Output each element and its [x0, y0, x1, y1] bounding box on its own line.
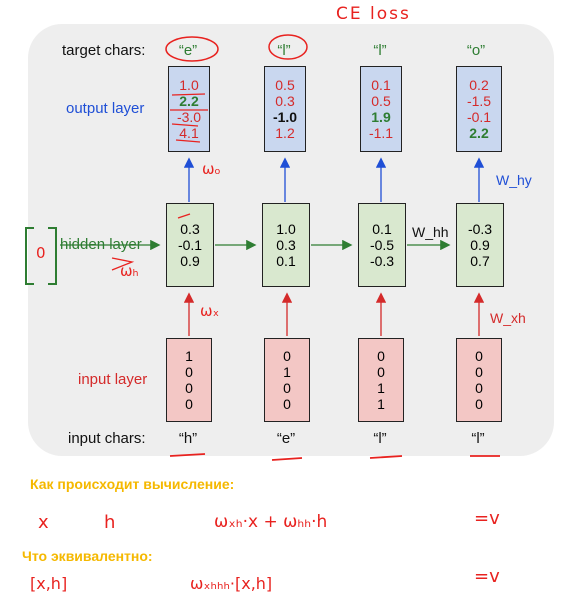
eq1-result: =v — [474, 508, 500, 529]
output-box-3: 0.1 0.5 1.9 -1.1 — [360, 66, 402, 152]
hidden-value: 0.3 — [276, 237, 296, 253]
output-value: 1.2 — [275, 125, 295, 141]
input-value: 0 — [283, 380, 291, 396]
output-box-1: 1.0 2.2 -3.0 4.1 — [168, 66, 210, 152]
input-char-underline — [169, 453, 206, 457]
input-value: 0 — [283, 348, 291, 364]
input-char-4: “l” — [471, 430, 485, 447]
eq2-result: =v — [474, 566, 500, 587]
how-computed-caption: Как происходит вычисление: — [30, 476, 235, 492]
hidden-value: 0.9 — [180, 253, 200, 269]
hidden-box-2: 1.0 0.3 0.1 — [262, 203, 310, 287]
w-o-note: ωₒ — [202, 160, 221, 178]
hidden-value: -0.5 — [369, 237, 395, 253]
eq2-lhs: [x,h] — [30, 574, 68, 593]
output-value: 4.1 — [179, 125, 199, 141]
input-char-underline — [271, 457, 303, 461]
output-value: -3.0 — [176, 109, 202, 125]
hidden-value: -0.3 — [467, 221, 493, 237]
output-value: -0.1 — [466, 109, 492, 125]
input-value: 0 — [475, 364, 483, 380]
target-chars-label: target chars: — [62, 42, 146, 59]
input-value: 0 — [475, 348, 483, 364]
input-value: 0 — [377, 364, 385, 380]
target-char-4: “o” — [466, 42, 486, 59]
strike-mark — [175, 139, 201, 143]
hidden-value: 0.9 — [470, 237, 490, 253]
output-value: 2.2 — [469, 125, 489, 141]
output-value: -1.5 — [466, 93, 492, 109]
output-value: 0.5 — [371, 93, 391, 109]
output-value: 0.5 — [275, 77, 295, 93]
target-char-1: “e” — [178, 42, 198, 59]
input-box-1: 1 0 0 0 — [166, 338, 212, 422]
hidden-box-3: 0.1 -0.5 -0.3 — [358, 203, 406, 287]
target-e-circle — [165, 36, 219, 62]
eq2-expression: ωₓₕₕₕ·[x,h] — [190, 574, 273, 593]
output-value: 1.0 — [179, 77, 199, 93]
input-box-2: 0 1 0 0 — [264, 338, 310, 422]
target-l-circle — [268, 34, 308, 60]
output-value: -1.1 — [368, 125, 394, 141]
zero-vector-bracket — [25, 227, 34, 285]
input-value: 1 — [377, 380, 385, 396]
output-box-2: 0.5 0.3 -1.0 1.2 — [264, 66, 306, 152]
hidden-box-4: -0.3 0.9 0.7 — [456, 203, 504, 287]
input-value: 0 — [475, 396, 483, 412]
hidden-value: -0.1 — [177, 237, 203, 253]
target-char-3: “l” — [373, 42, 387, 59]
input-value: 0 — [185, 396, 193, 412]
input-value: 0 — [283, 396, 291, 412]
w-x-note: ωₓ — [200, 302, 220, 320]
whh-label: W_hh — [412, 224, 449, 240]
w-h-note: ωₕ — [120, 262, 139, 280]
input-value: 0 — [475, 380, 483, 396]
input-value: 0 — [185, 364, 193, 380]
strike-mark — [177, 213, 191, 219]
input-char-1: “h” — [178, 430, 198, 447]
output-value: 0.1 — [371, 77, 391, 93]
hidden-value: 1.0 — [276, 221, 296, 237]
input-value: 1 — [377, 396, 385, 412]
input-box-3: 0 0 1 1 — [358, 338, 404, 422]
strike-mark — [171, 123, 199, 127]
output-value: 1.9 — [371, 109, 391, 125]
equivalent-caption: Что эквивалентно: — [22, 548, 153, 564]
eq1-x: x — [38, 512, 49, 533]
input-chars-label: input chars: — [68, 430, 146, 447]
why-label: W_hy — [496, 172, 532, 188]
input-box-4: 0 0 0 0 — [456, 338, 502, 422]
input-char-2: “e” — [276, 430, 296, 447]
target-char-2: “l” — [277, 42, 291, 59]
h-scribble — [111, 257, 135, 271]
input-value: 0 — [377, 348, 385, 364]
output-value: 0.3 — [275, 93, 295, 109]
input-value: 0 — [185, 380, 193, 396]
input-layer-label: input layer — [78, 371, 148, 388]
input-char-underline — [369, 455, 403, 459]
output-value: 2.2 — [179, 93, 199, 109]
ce-loss-note: CE loss — [336, 4, 411, 24]
hidden-value: 0.3 — [180, 221, 200, 237]
strike-mark — [171, 93, 206, 96]
hidden-box-1: 0.3 -0.1 0.9 — [166, 203, 214, 287]
output-layer-label: output layer — [66, 100, 145, 117]
output-box-4: 0.2 -1.5 -0.1 2.2 — [456, 66, 502, 152]
hidden-value: 0.7 — [470, 253, 490, 269]
hidden-value: 0.1 — [372, 221, 392, 237]
eq1-h: h — [104, 512, 116, 533]
hidden-value: -0.3 — [369, 253, 395, 269]
input-value: 1 — [283, 364, 291, 380]
output-value: -1.0 — [272, 109, 298, 125]
eq1-expression: ωₓₕ·x + ωₕₕ·h — [214, 512, 328, 532]
wxh-label: W_xh — [490, 310, 526, 326]
input-char-3: “l” — [373, 430, 387, 447]
hidden-value: 0.1 — [276, 253, 296, 269]
zero-vector-bracket — [48, 227, 57, 285]
input-value: 1 — [185, 348, 193, 364]
zero-vector-note: 0 — [36, 244, 46, 262]
output-value: 0.2 — [469, 77, 489, 93]
